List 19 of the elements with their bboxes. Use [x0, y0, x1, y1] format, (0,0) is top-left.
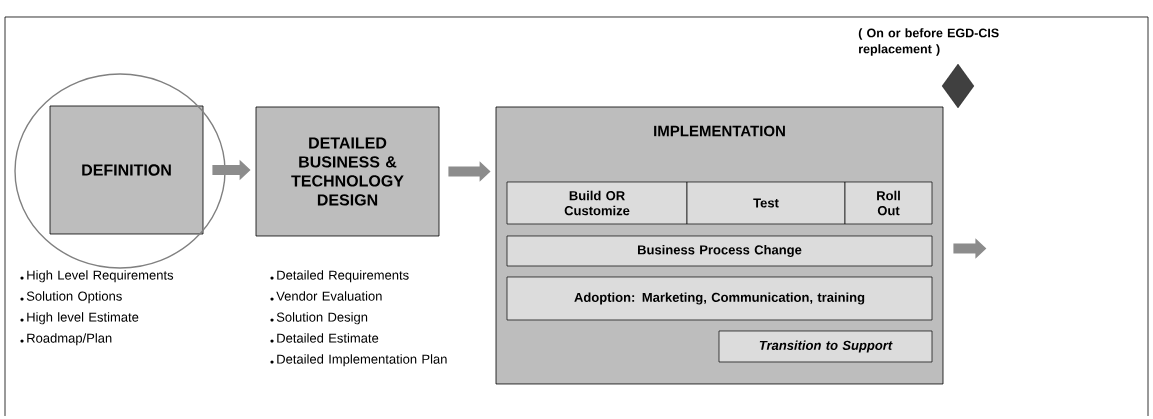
activity-box: Build OR Customize — [506, 181, 688, 225]
activity-box: Test — [686, 181, 846, 225]
bullet-item: High level Estimate — [20, 312, 139, 325]
activity-box: Roll Out — [844, 181, 933, 225]
bullet-item: Roadmap/Plan — [20, 333, 112, 346]
bullet-item: High Level Requirements — [20, 270, 174, 283]
bullet-item: Detailed Implementation Plan — [270, 354, 447, 367]
bullet-item: Vendor Evaluation — [270, 291, 382, 301]
phase-box: DETAILED BUSINESS & TECHNOLOGY DESIGN — [255, 106, 440, 237]
bullet-item: Solution Options — [20, 291, 122, 304]
activity-box: Business Process Change — [506, 235, 933, 267]
activity-box: Adoption: Marketing, Communication, training — [506, 276, 933, 321]
milestone-note: ( On or before EGD-CIS replacement ) — [858, 28, 999, 56]
activity-box: Transition to Support — [718, 330, 933, 363]
phase-box: DEFINITION — [49, 105, 204, 235]
bullet-item: Detailed Requirements — [270, 270, 409, 283]
bullet-item: Solution Design — [270, 312, 368, 325]
milestone-diamond — [941, 63, 975, 109]
bullet-item: Detailed Estimate — [270, 333, 379, 343]
